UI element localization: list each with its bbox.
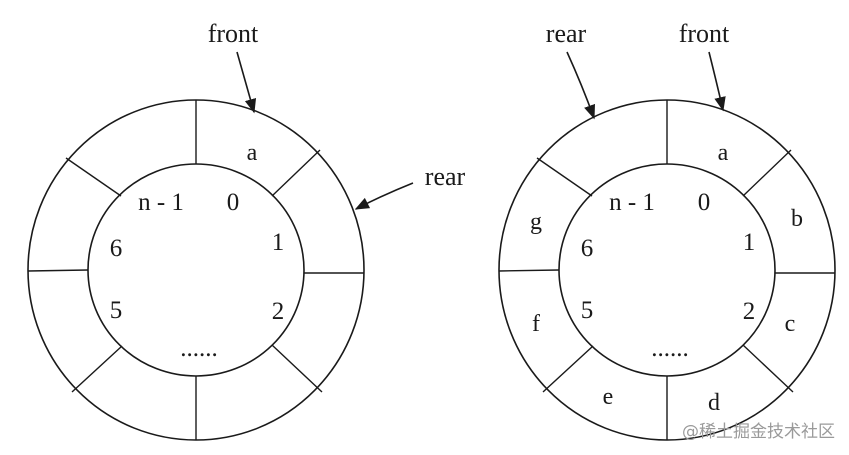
left-index-0: 0 (227, 189, 240, 216)
right-rear-label: rear (546, 19, 587, 48)
right-index-n-1: n - 1 (609, 189, 655, 216)
left-slot-indices: n - 1 0 1 2 6 5 ...... (110, 189, 285, 362)
left-rear-arrow (354, 182, 414, 210)
left-index-1: 1 (272, 229, 285, 256)
left-index-2: 2 (272, 298, 285, 325)
right-cell-f: f (532, 311, 540, 337)
right-index-ellipsis: ...... (651, 335, 689, 362)
right-rear-pointer: rear (546, 19, 595, 120)
right-cell-d: d (708, 390, 720, 416)
left-front-label: front (208, 19, 259, 48)
left-index-5: 5 (110, 297, 123, 324)
right-index-1: 1 (743, 229, 756, 256)
left-index-6: 6 (110, 235, 123, 262)
left-slot-dividers (27, 100, 364, 440)
right-circular-queue: rear front a b c d e f g n - 1 0 1 2 6 5… (498, 19, 836, 441)
right-index-5: 5 (581, 297, 594, 324)
left-circular-queue: front rear a n - 1 0 1 2 6 5 ...... (27, 19, 466, 441)
left-index-ellipsis: ...... (180, 335, 218, 362)
left-front-pointer: front (208, 19, 259, 114)
right-slot-indices: n - 1 0 1 2 6 5 ...... (581, 189, 756, 362)
left-rear-pointer: rear (354, 162, 466, 210)
left-front-arrow (236, 51, 257, 114)
right-cell-e: e (603, 384, 614, 410)
right-front-label: front (679, 19, 730, 48)
right-front-pointer: front (679, 19, 730, 112)
right-cell-c: c (785, 311, 796, 337)
left-index-n-1: n - 1 (138, 189, 184, 216)
right-index-0: 0 (698, 189, 711, 216)
right-cell-g: g (530, 209, 542, 235)
right-cell-b: b (791, 206, 803, 232)
left-rear-label: rear (425, 162, 466, 191)
right-index-6: 6 (581, 235, 594, 262)
right-slot-dividers (498, 100, 835, 440)
right-front-arrow (708, 51, 726, 112)
right-cells: a b c d e f g (530, 140, 803, 416)
right-rear-arrow (566, 51, 595, 120)
right-cell-a: a (718, 140, 729, 166)
right-index-2: 2 (743, 298, 756, 325)
watermark: @稀土掘金技术社区 (682, 422, 835, 442)
left-cell-a: a (247, 140, 258, 166)
